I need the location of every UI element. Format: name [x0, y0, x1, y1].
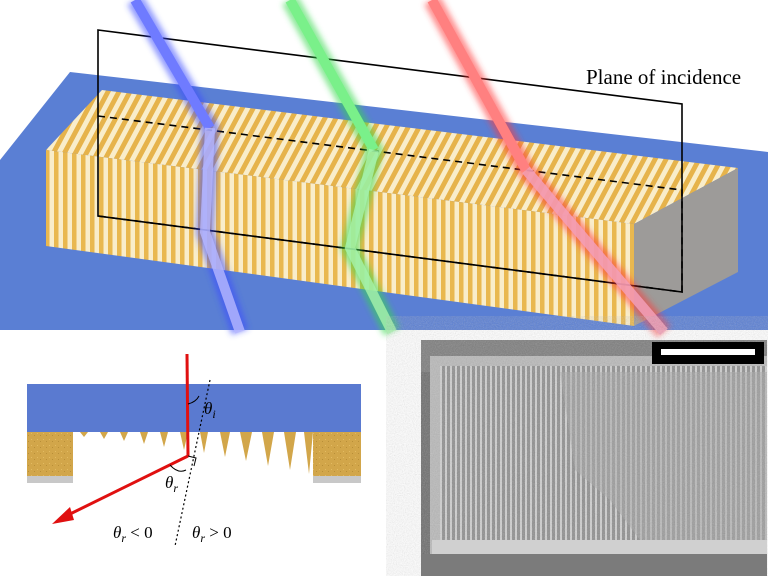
plane-of-incidence-label: Plane of incidence	[586, 65, 741, 89]
block-front-face	[46, 150, 634, 326]
incident-ray	[185, 353, 190, 457]
theta-r-label: θr	[165, 473, 178, 495]
sem-lower-frame	[421, 554, 767, 576]
theta-r-negative-label: θr < 0	[113, 523, 153, 545]
graded-cavity	[73, 432, 313, 476]
theta-r-positive-label: θr > 0	[192, 523, 232, 545]
red-beam	[424, 0, 671, 338]
graded-teeth	[73, 432, 313, 474]
normal-line	[174, 379, 211, 547]
plane-dashed-line	[97, 115, 683, 293]
sem-bottom-bar	[432, 540, 767, 554]
right-angle-mark	[187, 455, 197, 467]
ray-arrowhead	[52, 507, 74, 524]
substrate-right	[313, 476, 361, 483]
theta-i-label: θi	[204, 399, 216, 421]
substrate-left	[27, 476, 73, 483]
theta-r-arc	[169, 464, 187, 472]
blue-beam	[127, 0, 249, 335]
top-panel: Plane of incidence	[0, 0, 768, 338]
block-side-face	[634, 168, 738, 326]
refraction-schematic: θi θr θr < 0 θr > 0	[27, 353, 361, 547]
cover-layer	[27, 384, 361, 432]
theta-i-arc	[187, 395, 200, 405]
green-beam	[282, 0, 401, 337]
block-top-face	[46, 90, 738, 224]
sem-micrograph	[421, 340, 767, 576]
scale-bar	[661, 349, 755, 355]
sem-grain-overlay	[421, 340, 767, 576]
refracted-ray	[65, 454, 189, 518]
